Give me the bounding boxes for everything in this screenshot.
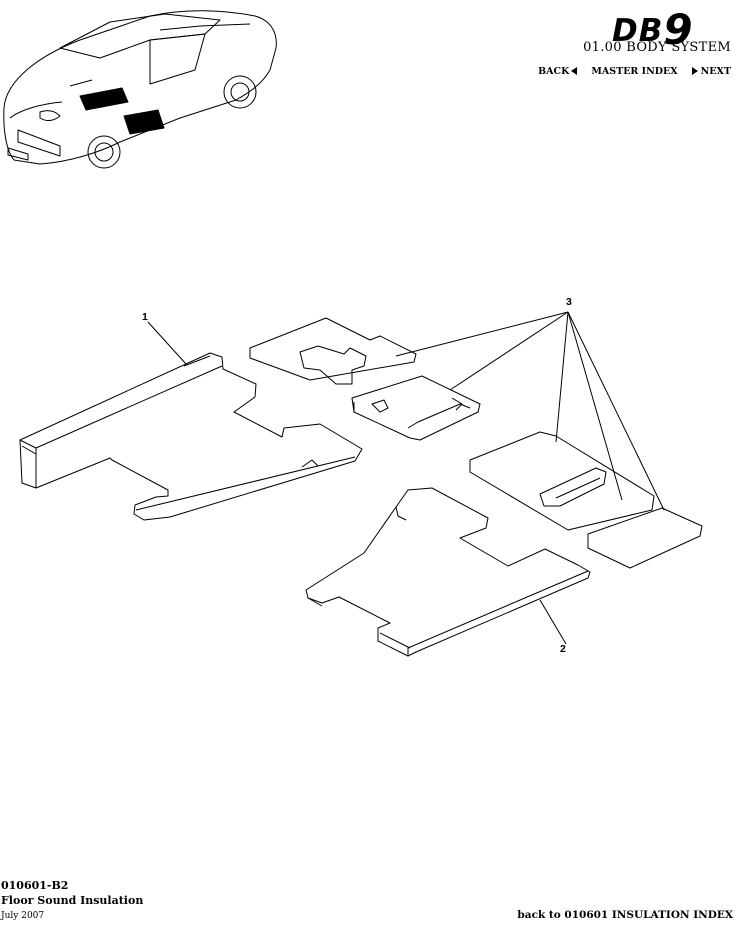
part-3c-outline <box>469 431 655 531</box>
car-thumbnail <box>3 10 277 169</box>
car-front-hub <box>94 142 114 162</box>
leader-part-3c-2 <box>567 311 623 501</box>
leader-part-1 <box>147 321 187 365</box>
back-arrow-icon <box>571 67 578 75</box>
part-1-thickness <box>135 456 356 511</box>
part-3a-cutout <box>299 345 367 385</box>
leader-lines <box>147 311 665 645</box>
part-3b-notch-right <box>451 397 463 411</box>
part-3c-cutout <box>539 467 607 507</box>
car-roof-line <box>159 23 251 31</box>
part-2-right-panel <box>305 487 591 657</box>
car-rear-wheel <box>223 75 257 109</box>
car-insulation-front <box>79 87 129 111</box>
part-2-notch <box>395 506 407 521</box>
part-3-pad-b <box>351 375 481 441</box>
part-2-outline <box>305 487 591 657</box>
part-3b-lip <box>407 403 471 429</box>
leader-part-2 <box>539 599 567 645</box>
part-3-pad-d <box>587 507 703 569</box>
logo-db-text: DB <box>612 13 664 49</box>
navigation-bar: BACK MASTER INDEX NEXT <box>538 66 731 77</box>
callout-1: 1 <box>142 311 148 323</box>
part-2-edge-b <box>379 632 411 649</box>
car-headlamp <box>39 110 61 122</box>
part-3b-notch-left <box>371 399 389 413</box>
leader-part-3d <box>567 311 665 511</box>
part-3d-outline <box>587 507 703 569</box>
part-3a-outline <box>249 317 417 381</box>
car-bonnet-line <box>9 101 63 119</box>
part-1-edge-a <box>19 439 37 488</box>
part-1-notch <box>301 459 319 468</box>
car-bonnet-vent <box>69 79 93 87</box>
part-3c-slot <box>555 477 601 499</box>
leader-part-3c <box>555 311 569 443</box>
leader-part-3a <box>395 311 569 357</box>
car-plate <box>7 147 29 161</box>
car-insulation-rear <box>123 109 165 135</box>
part-1-outline <box>19 352 363 521</box>
leader-part-3b <box>449 311 569 391</box>
car-grille <box>17 129 61 157</box>
car-rear-hub <box>230 82 250 102</box>
part-1-left-panel <box>19 352 363 521</box>
car-front-wheel <box>87 135 121 169</box>
part-3-pad-c <box>469 431 655 531</box>
logo-nine-text: 9 <box>663 5 693 54</box>
master-index-link[interactable]: MASTER INDEX <box>591 66 678 77</box>
part-3-pad-a <box>249 317 417 385</box>
part-1-edge-c <box>21 445 37 455</box>
part-1-edge-b <box>35 365 223 449</box>
car-side-window <box>149 33 206 85</box>
next-label: NEXT <box>700 66 731 77</box>
callout-3: 3 <box>566 296 572 308</box>
car-body-outline <box>3 10 277 165</box>
part-1-lip <box>183 355 211 367</box>
section-title: 01.00 BODY SYSTEM <box>583 40 731 55</box>
part-3b-outline <box>351 375 481 441</box>
document-code: 010601-B2 <box>1 879 69 892</box>
car-windscreen <box>59 13 221 59</box>
document-date: July 2007 <box>1 911 45 921</box>
document-title: Floor Sound Insulation <box>1 894 144 907</box>
part-2-edge-a <box>407 570 589 656</box>
part-2-lip <box>307 597 323 607</box>
next-arrow-icon <box>691 67 698 75</box>
back-label: BACK <box>538 66 570 77</box>
back-link[interactable]: BACK <box>538 66 578 77</box>
next-link[interactable]: NEXT <box>691 66 731 77</box>
callout-2: 2 <box>560 643 566 655</box>
db9-logo: DB9 <box>612 2 693 54</box>
back-to-index-link[interactable]: back to 010601 INSULATION INDEX <box>517 909 733 921</box>
